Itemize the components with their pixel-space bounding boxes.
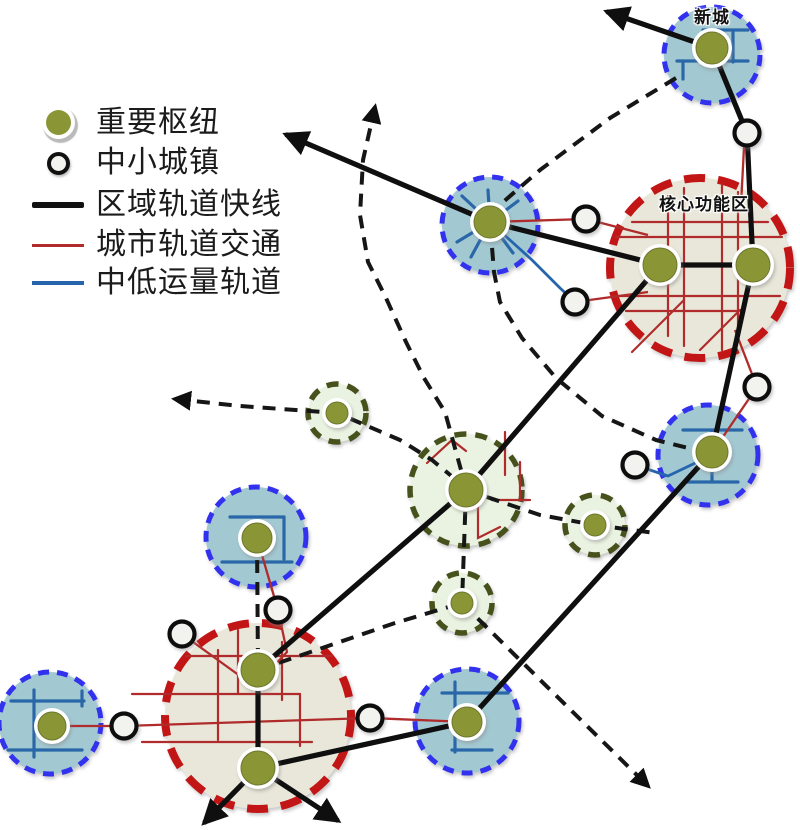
hub-node xyxy=(238,519,276,557)
corridor-north-radial-corridor xyxy=(358,103,468,489)
hub-node xyxy=(639,244,681,286)
legend-label-hub: 重要枢纽 xyxy=(96,105,220,139)
legend-label-town: 中小城镇 xyxy=(96,146,220,179)
legend-label-lowcap: 中低运量轨道 xyxy=(96,266,282,299)
town-node xyxy=(263,595,293,625)
town-node xyxy=(355,703,385,733)
hub-node xyxy=(447,588,477,618)
hub-node xyxy=(445,469,487,511)
hub-node xyxy=(237,747,279,789)
interior-red-line xyxy=(698,308,742,352)
town-node xyxy=(167,619,197,649)
hub-nodes xyxy=(34,28,774,789)
development-corridors xyxy=(171,76,705,789)
express-east-south-hub-line xyxy=(464,449,715,725)
corridor-west-radial-corridor xyxy=(171,390,468,490)
legend-item-hub: 重要枢纽 xyxy=(26,102,282,143)
legend-item-lowcap: 中低运量轨道 xyxy=(26,264,282,302)
label-new-town: 新城 xyxy=(694,8,730,27)
corridor-south-diagonal-corridor xyxy=(257,601,463,672)
hub-node-icon xyxy=(26,110,90,135)
label-core-area: 核心功能区 xyxy=(659,195,749,214)
urban-southwest-cross-urban xyxy=(52,716,468,728)
town-node-icon xyxy=(26,152,90,175)
express-core-east-hub-line xyxy=(709,262,756,455)
urban-westhub-south-urban xyxy=(255,537,289,669)
legend-item-town: 中小城镇 xyxy=(26,143,282,183)
corridor-central-vertical-corridor xyxy=(460,489,468,604)
town-node xyxy=(560,287,590,317)
town-node xyxy=(620,450,650,480)
hub-node xyxy=(470,202,510,242)
hub-node xyxy=(692,432,732,472)
legend: 重要枢纽 中小城镇 区域轨道快线 城市轨道交通 中低运量轨道 xyxy=(26,102,282,302)
town-node xyxy=(742,372,772,402)
interior-red-line xyxy=(476,496,502,540)
lowcap-rail-line-icon xyxy=(26,281,90,285)
town-node xyxy=(732,118,762,148)
hub-node xyxy=(34,708,70,744)
town-node xyxy=(571,204,601,234)
urban-rail-line-icon xyxy=(26,244,90,247)
legend-item-urban: 城市轨道交通 xyxy=(26,226,282,264)
town-nodes xyxy=(109,118,772,741)
corridor-east-link-corridor xyxy=(465,488,656,535)
interior-red-line xyxy=(630,298,686,354)
legend-label-urban: 城市轨道交通 xyxy=(96,228,282,261)
legend-item-express: 区域轨道快线 xyxy=(26,183,282,226)
hub-node xyxy=(322,398,352,428)
hub-node xyxy=(580,510,610,540)
hub-node xyxy=(237,649,279,691)
town-node xyxy=(109,711,139,741)
legend-label-express: 区域轨道快线 xyxy=(96,187,282,221)
express-line-icon xyxy=(26,202,90,208)
express-south-hub-link xyxy=(255,719,470,771)
hub-node xyxy=(692,28,732,68)
corridor-west-hub-vertical-corridor xyxy=(255,537,260,671)
hub-node xyxy=(732,244,774,286)
hub-node xyxy=(448,703,486,741)
